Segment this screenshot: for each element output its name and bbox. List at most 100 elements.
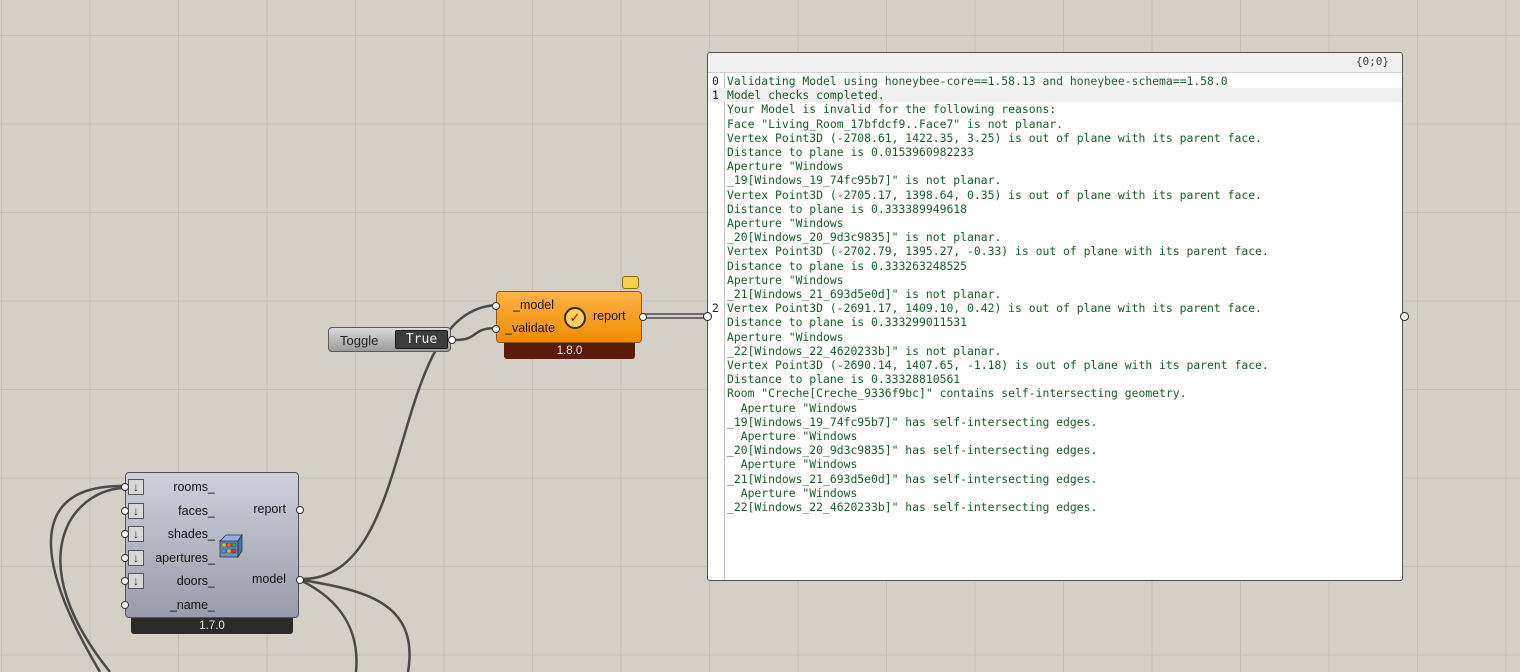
- panel-line-text: Room "Creche[Creche_9336f9bc]" contains …: [727, 386, 1187, 401]
- panel-line-text: Model checks completed.: [727, 88, 885, 103]
- panel-line: _20[Windows_20_9d3c9835]" has self-inter…: [708, 443, 1402, 457]
- hb-input-row[interactable]: ↓rooms_: [121, 479, 221, 497]
- output-grip-model[interactable]: [296, 576, 304, 584]
- input-label: faces_: [178, 503, 215, 518]
- flatten-arrow-icon: ↓: [128, 479, 144, 495]
- hb-model-component[interactable]: ↓rooms_↓faces_↓shades_↓apertures_↓doors_…: [121, 472, 304, 618]
- output-label-model: model: [251, 572, 286, 586]
- panel-line-index: 2: [712, 301, 719, 316]
- input-grip[interactable]: [121, 600, 129, 609]
- flatten-arrow-icon: ↓: [128, 526, 144, 542]
- panel-line: Aperture "Windows: [708, 401, 1402, 415]
- flatten-arrow-icon: ↓: [128, 549, 144, 566]
- panel-line-text: Vertex Point3D (-2705.17, 1398.64, 0.35)…: [727, 187, 1262, 202]
- panel-line-text: Vertex Point3D (-2691.17, 1409.10, 0.42)…: [727, 301, 1262, 316]
- panel-line: Aperture "Windows: [708, 216, 1402, 230]
- message-balloon-icon[interactable]: [622, 276, 639, 289]
- panel-line: _22[Windows_22_4620233b]" has self-inter…: [708, 500, 1402, 514]
- panel-line: Distance to plane is 0.333299011531: [708, 315, 1402, 329]
- panel-output-grip[interactable]: [1400, 312, 1409, 321]
- panel-line-text: _22[Windows_22_4620233b]" is not planar.: [727, 343, 1002, 358]
- panel-line-text: Aperture "Windows: [727, 400, 858, 415]
- panel-gutter: [708, 72, 725, 580]
- panel-input-grip[interactable]: [703, 312, 712, 321]
- panel-line: Vertex Point3D (-2702.79, 1395.27, -0.33…: [708, 244, 1402, 258]
- panel-line: _19[Windows_19_74fc95b7]" is not planar.: [708, 173, 1402, 187]
- hb-input-row[interactable]: ↓shades_: [121, 526, 221, 544]
- output-grip-report[interactable]: [639, 313, 647, 321]
- panel-line-text: _21[Windows_21_693d5e0d]" is not planar.: [727, 287, 1002, 301]
- input-grip[interactable]: [121, 553, 129, 562]
- wire-rooms-in-1: [49, 484, 123, 672]
- panel-line: _21[Windows_21_693d5e0d]" is not planar.: [708, 287, 1402, 301]
- panel-line: Aperture "Windows: [708, 429, 1402, 443]
- flatten-arrow-icon: ↓: [128, 573, 144, 589]
- panel-line-text: Aperture "Windows: [727, 159, 844, 174]
- hb-input-row[interactable]: ↓ doors_: [121, 573, 221, 591]
- input-grip[interactable]: [121, 530, 129, 538]
- output-grip-report[interactable]: [296, 506, 304, 514]
- panel-line: 2 Vertex Point3D (-2691.17, 1409.10, 0.42…: [708, 301, 1402, 315]
- output-label-report: report: [593, 309, 626, 323]
- output-label-report: report: [253, 502, 286, 516]
- panel-line: _22[Windows_22_4620233b]" is not planar.: [708, 344, 1402, 358]
- input-label-validate: _validate: [505, 321, 556, 335]
- honeybee-model-icon: [219, 533, 243, 559]
- panel-line-text: Aperture "Windows: [727, 457, 858, 472]
- input-label: apertures_: [155, 550, 215, 565]
- input-label: doors_: [176, 574, 215, 588]
- panel-line-index: 1: [712, 88, 719, 103]
- panel-line: Distance to plane is 0.333389949618: [708, 202, 1402, 216]
- input-label: _name_: [169, 597, 215, 612]
- toggle-label: Toggle: [340, 333, 379, 348]
- panel-line: Vertex Point3D (-2690.14, 1407.65, -1.18…: [708, 358, 1402, 372]
- panel-line-text: Aperture "Windows: [727, 329, 844, 344]
- panel-line: _21[Windows_21_693d5e0d]" has self-inter…: [708, 472, 1402, 486]
- panel-line-index: 0: [712, 74, 719, 88]
- panel-line-text: Aperture "Windows: [727, 429, 858, 443]
- hb-input-row[interactable]: _name_: [121, 597, 221, 615]
- input-grip[interactable]: [121, 577, 129, 585]
- panel-line-text: _19[Windows_19_74fc95b7]" is not planar.: [727, 173, 1002, 188]
- wire-model-down-1: [301, 578, 411, 672]
- version-label: 1.8.0: [504, 343, 635, 359]
- input-grip[interactable]: [121, 483, 129, 491]
- panel-line: Room "Creche[Creche_9336f9bc]" contains …: [708, 386, 1402, 400]
- validate-model-component[interactable]: _model _validate ✓ report: [492, 291, 647, 343]
- panel-line-text: Aperture "Windows: [727, 485, 858, 500]
- panel-line: Aperture "Windows: [708, 273, 1402, 287]
- panel-line-text: _22[Windows_22_4620233b]" has self-inter…: [727, 500, 1098, 514]
- hb-input-row[interactable]: ↓ faces_: [121, 502, 221, 521]
- panel-line: Vertex Point3D (-2708.61, 1422.35, 3.25)…: [708, 131, 1402, 145]
- toggle-value-button[interactable]: True: [395, 330, 448, 349]
- panel-line-text: Aperture "Windows: [727, 216, 844, 230]
- panel-line: Aperture "Windows: [708, 486, 1402, 500]
- panel-line-text: _20[Windows_20_9d3c9835]" has self-inter…: [727, 443, 1098, 458]
- panel-line: Aperture "Windows: [708, 457, 1402, 471]
- panel-header: {0;0}: [708, 53, 1402, 73]
- flatten-arrow-icon: ↓: [128, 502, 144, 519]
- input-label-model: _model: [513, 298, 554, 312]
- toggle-output-grip[interactable]: [448, 336, 456, 344]
- panel-line-text: Distance to plane is 0.333299011531: [727, 315, 968, 330]
- panel-line: Distance to plane is 0.0153960982233: [708, 145, 1402, 159]
- panel-line-text: Vertex Point3D (-2690.14, 1407.65, -1.18…: [727, 358, 1269, 372]
- panel-line-text: _20[Windows_20_9d3c9835]" is not planar.: [727, 230, 1002, 245]
- input-grip-validate[interactable]: [492, 325, 500, 333]
- panel-line-text: Vertex Point3D (-2708.61, 1422.35, 3.25)…: [727, 130, 1262, 145]
- boolean-toggle[interactable]: Toggle True: [328, 327, 456, 352]
- panel-line: Your Model is invalid for the following …: [708, 102, 1402, 116]
- panel-line-text: Aperture "Windows: [727, 272, 844, 287]
- hb-input-row[interactable]: ↓ apertures_: [121, 549, 221, 568]
- input-grip-model[interactable]: [492, 302, 500, 310]
- panel-line-text: _19[Windows_19_74fc95b7]" has self-inter…: [727, 414, 1098, 429]
- panel-path: {0;0}: [1355, 55, 1389, 68]
- check-circle-icon: ✓: [564, 307, 586, 329]
- wire-rooms-in-2: [59, 486, 123, 672]
- panel-line-text: Distance to plane is 0.333263248525: [727, 258, 968, 273]
- input-grip[interactable]: [121, 506, 129, 515]
- panel-line: _20[Windows_20_9d3c9835]" is not planar.: [708, 230, 1402, 244]
- panel-line-text: Vertex Point3D (-2702.79, 1395.27, -0.33…: [727, 244, 1269, 259]
